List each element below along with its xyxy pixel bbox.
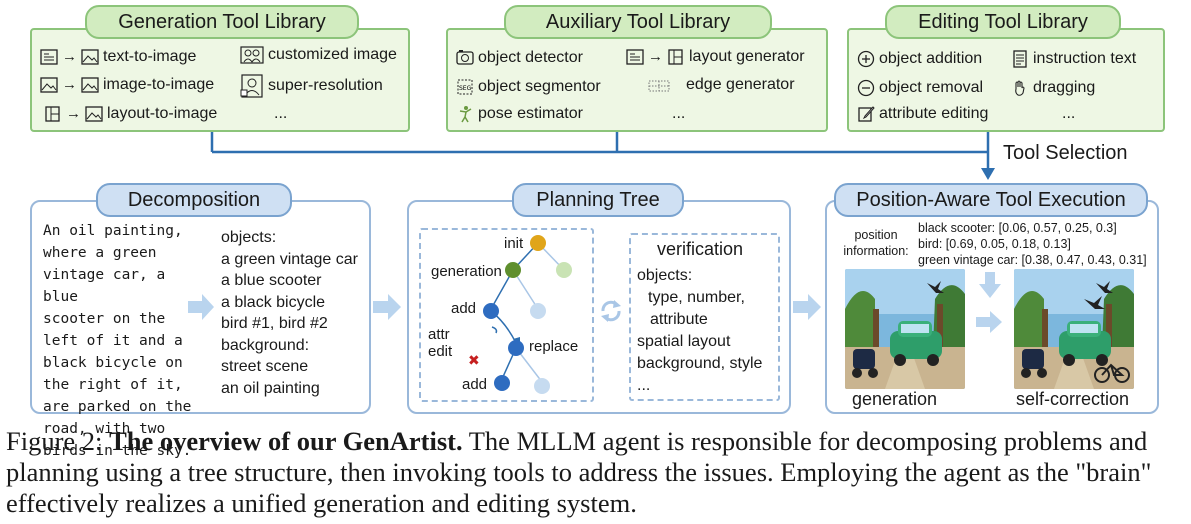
generation-image [845,269,965,389]
tool-object-segmentor: SEG object segmentor [456,77,601,97]
tool-pose-estimator: pose estimator [456,104,583,124]
verification-attribute: attribute [650,311,708,328]
tool-label: image-to-image [103,76,215,93]
tool-layout-generator: → layout generator [626,47,805,67]
tool-label: super-resolution [268,77,383,94]
generation-label: generation [852,389,938,409]
text-to-image-icon [40,48,58,66]
tool-label: layout-to-image [107,105,218,122]
verification-objects: objects: [637,267,693,284]
editing-tool-library [847,28,1165,132]
auxiliary-library-title: Auxiliary Tool Library [504,5,772,39]
plus-circle-icon [857,50,875,68]
tool-instruction-text: instruction text [1011,49,1136,69]
verification-spatial: spatial layout [637,333,731,350]
flow-arrow-icon [373,294,401,320]
tool-label: attribute editing [879,105,989,122]
decomposition-result: objects:a green vintage car a blue scoot… [221,229,358,397]
edge-generator-icon [646,76,672,94]
tool-image-to-image: → image-to-image [40,75,214,95]
svg-text:✖: ✖ [468,353,480,369]
planning-tree-title: Planning Tree [512,183,684,217]
tool-label: object segmentor [478,78,601,95]
caption-bold: The overview of our GenArtist. [109,426,463,456]
execution-title: Position-Aware Tool Execution [834,183,1148,217]
layout-to-image-icon [44,105,62,123]
tree-dashed-box [419,228,594,402]
decomposition-title: Decomposition [96,183,292,217]
refresh-icon [601,300,621,322]
auxiliary-ellipsis: ... [672,105,686,122]
customized-image-icon [240,46,264,64]
object-detector-icon [456,49,474,67]
tool-object-addition: object addition [857,49,982,69]
tool-label: edge generator [686,76,795,93]
tool-label: object removal [879,79,984,96]
tool-label: dragging [1033,79,1096,96]
image-icon [81,48,99,66]
hand-icon [1011,79,1029,97]
tool-text-to-image: → text-to-image [40,47,196,67]
flow-arrow-icon [793,294,821,320]
position-values: black scooter: [0.06, 0.57, 0.25, 0.3]bi… [918,221,1147,267]
tool-label: object addition [879,50,983,67]
verification-background: background, style [637,355,763,372]
planning-tree-panel [407,200,791,414]
minus-circle-icon [857,79,875,97]
verification-ellipsis: ... [637,377,651,394]
tool-label: object detector [478,49,583,66]
tool-label: layout generator [689,48,805,65]
self-correction-image [1014,269,1134,389]
self-correction-label: self-correction [1016,389,1130,409]
tool-object-removal: object removal [857,78,983,98]
decomposition-prompt: An oil painting,where a green vintage ca… [43,223,192,459]
verification-box [629,233,780,401]
caption-prefix: Figure 2: [6,426,103,456]
editing-library-title: Editing Tool Library [885,5,1121,39]
node-label-add2: add [462,376,488,393]
node-label-replace: replace [529,338,579,355]
node-label-init: init [504,235,524,252]
tool-customized-image: customized image [240,45,397,65]
tool-label: customized image [268,46,397,63]
super-resolution-icon [240,73,264,99]
object-segmentor-icon: SEG [456,78,474,96]
image-to-image-icon [40,76,58,94]
node-label-attr-edit: attr edit [428,326,453,360]
figure-caption: Figure 2: The overview of our GenArtist.… [6,426,1186,519]
verification-title: verification [657,239,744,259]
image-icon [85,105,103,123]
tool-label: instruction text [1033,50,1137,67]
generation-library-title: Generation Tool Library [85,5,359,39]
generation-ellipsis: ... [274,105,288,122]
right-arrow-icon [976,311,1002,333]
tool-super-resolution: super-resolution [240,73,383,99]
image-icon [81,76,99,94]
pose-estimator-icon [456,105,474,123]
tool-object-detector: object detector [456,48,583,68]
tool-layout-to-image: → layout-to-image [44,104,217,124]
layout-generator-icon [626,48,644,66]
decompose-arrow-icon [188,294,214,320]
tool-attribute-editing: attribute editing [857,104,988,124]
layout-icon [667,48,685,66]
verification-type: type, number, [648,289,745,306]
editing-ellipsis: ... [1062,105,1076,122]
pencil-icon [857,105,875,123]
node-label-add: add [451,300,477,317]
caption-text: The MLLM agent is responsible for decomp… [6,426,1152,518]
planning-tree-graph: ✖ [468,235,572,394]
svg-text:SEG: SEG [459,85,472,92]
node-label-generation: generation [431,263,502,280]
down-arrow-icon [979,272,1001,298]
tool-selection-label: Tool Selection [1003,142,1128,164]
tool-dragging: dragging [1011,78,1095,98]
tool-edge-generator: edge generator [646,75,795,95]
instruction-text-icon [1011,50,1029,68]
tool-label: pose estimator [478,105,583,122]
tool-label: text-to-image [103,48,197,65]
